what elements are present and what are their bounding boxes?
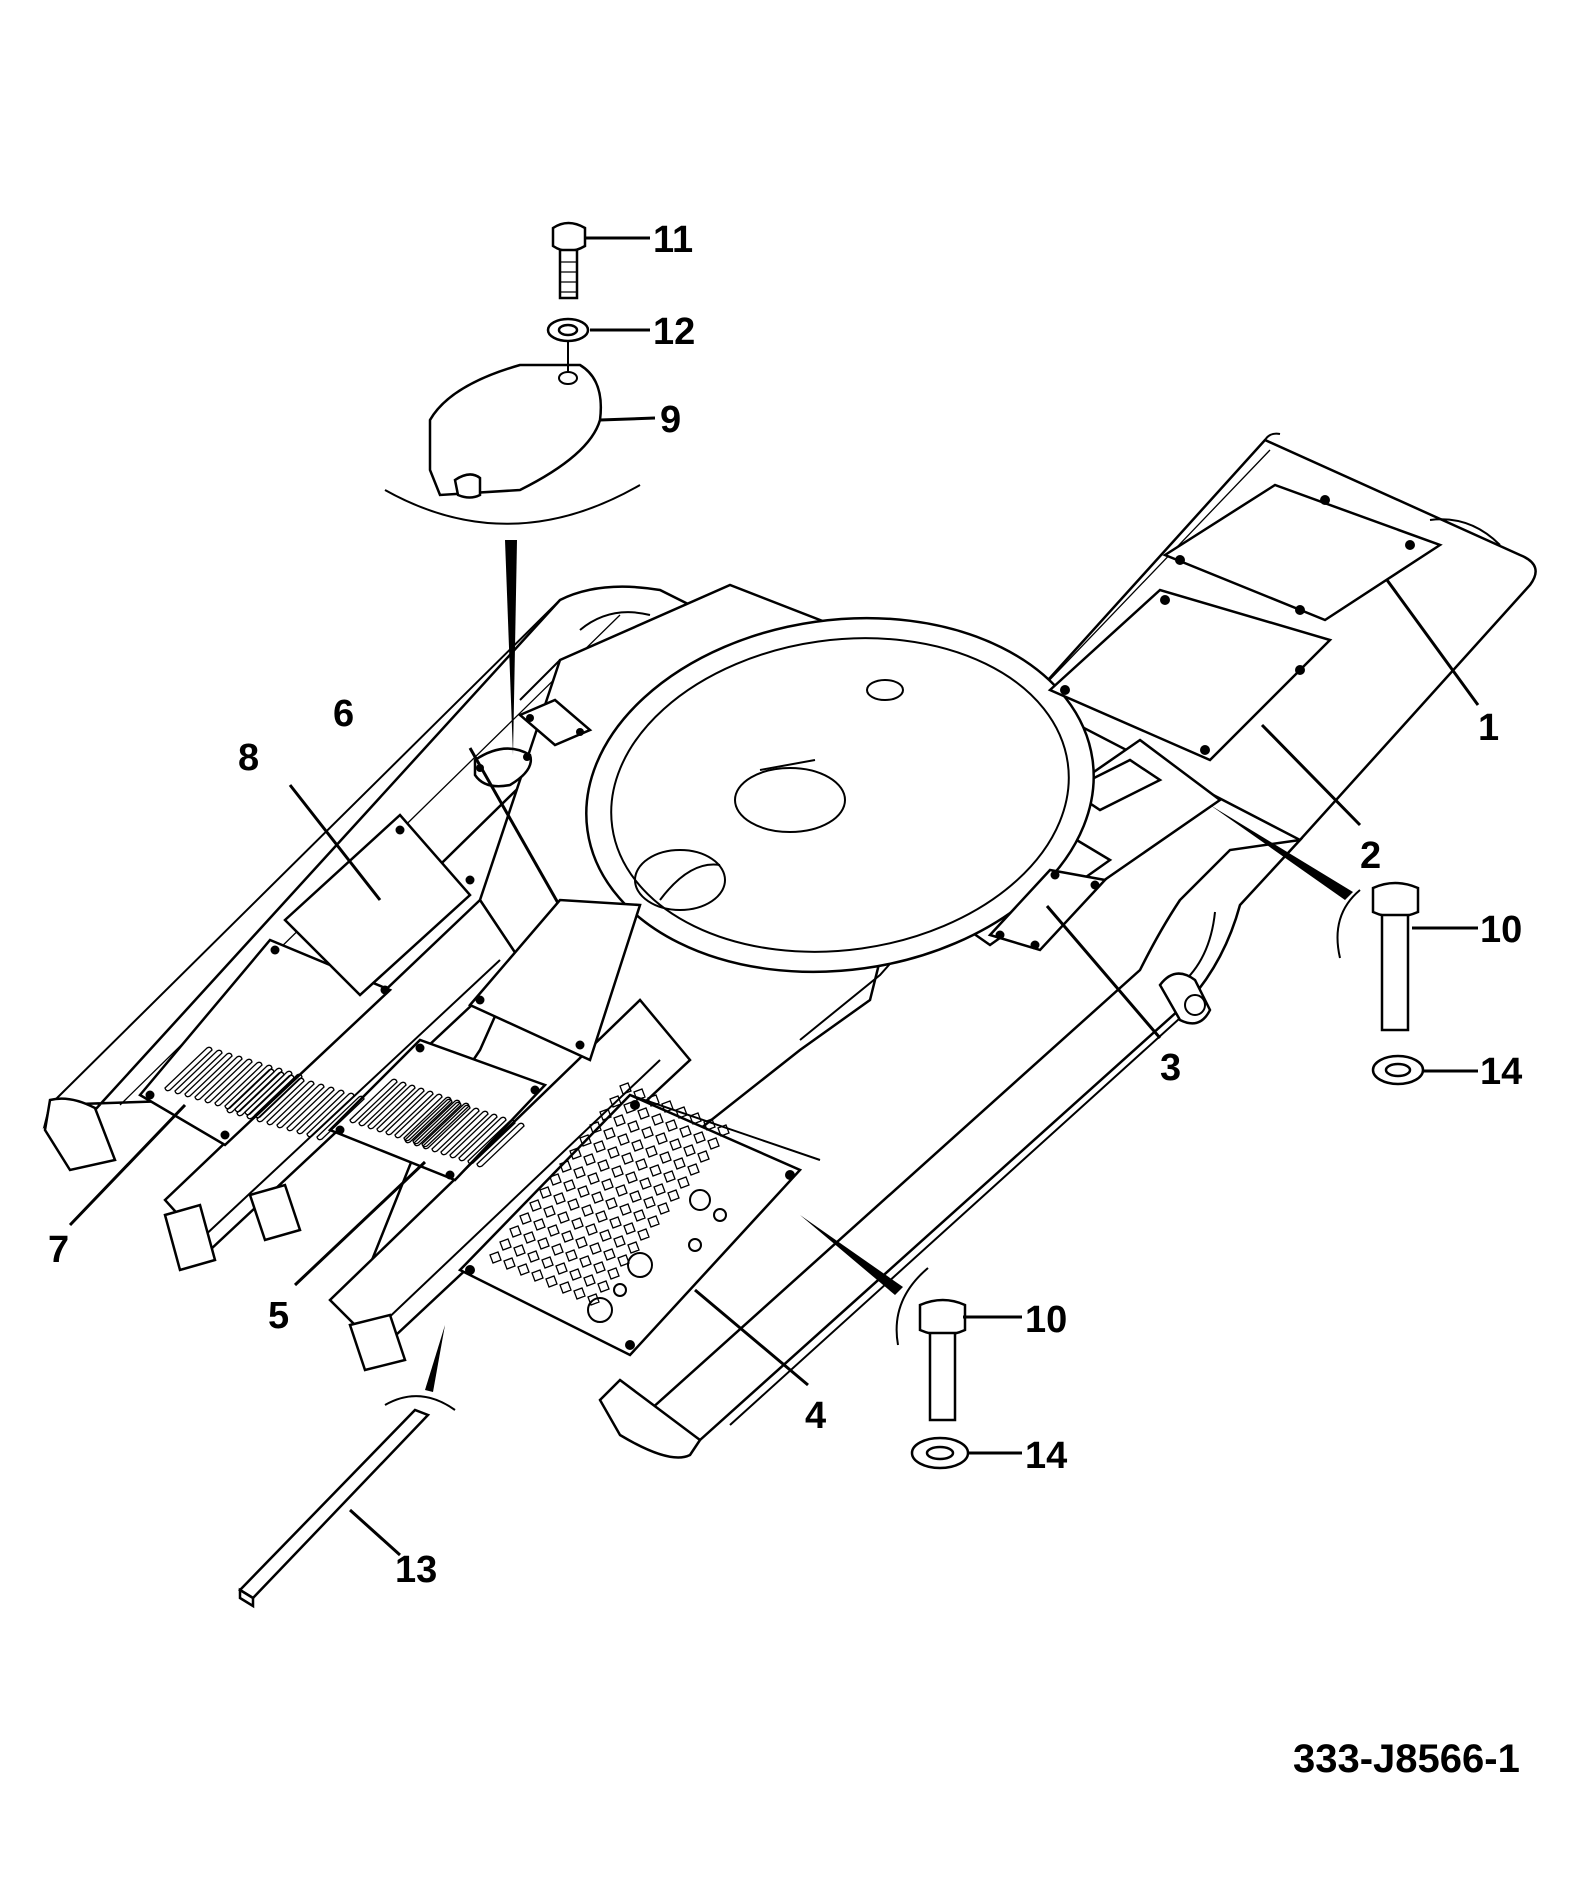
vent-slot bbox=[467, 1119, 516, 1165]
bolt-11 bbox=[551, 221, 587, 300]
callout-11: 11 bbox=[653, 219, 693, 261]
callout-13: 13 bbox=[395, 1549, 437, 1591]
callout-10-lower: 10 bbox=[1025, 1299, 1067, 1341]
vent-slot bbox=[246, 1074, 295, 1120]
vent-slot bbox=[226, 1068, 275, 1114]
washer-14-upper bbox=[1371, 1054, 1425, 1086]
callout-5: 5 bbox=[268, 1295, 289, 1337]
callout-8: 8 bbox=[238, 737, 259, 779]
vent-slot bbox=[256, 1077, 305, 1123]
vent-slot bbox=[316, 1095, 365, 1141]
slew-ring bbox=[585, 616, 1095, 974]
cover-plate-1 bbox=[1162, 483, 1443, 622]
vent-slot bbox=[349, 1078, 398, 1124]
leader-lines bbox=[68, 236, 1480, 1557]
cover-plate-8 bbox=[283, 813, 475, 997]
callout-6: 6 bbox=[333, 693, 354, 735]
vent-slot bbox=[174, 1049, 223, 1095]
vent-slot bbox=[194, 1055, 243, 1101]
access-cover-location bbox=[473, 698, 593, 788]
detail-view-bolt-10-upper bbox=[1210, 805, 1425, 1086]
cover-plate-2 bbox=[1047, 588, 1333, 762]
callout-14-upper: 14 bbox=[1480, 1051, 1522, 1093]
callout-7: 7 bbox=[48, 1229, 69, 1271]
vent-slot bbox=[286, 1086, 335, 1132]
vent-slot bbox=[184, 1052, 233, 1098]
vent-slot bbox=[449, 1113, 498, 1159]
vent-slot bbox=[276, 1083, 325, 1129]
vent-slot bbox=[394, 1093, 443, 1139]
vent-slot bbox=[266, 1080, 315, 1126]
callout-12: 12 bbox=[653, 311, 695, 353]
vent-slot bbox=[214, 1061, 263, 1107]
cover-plate-4-perforated bbox=[457, 1082, 821, 1357]
vent-slot bbox=[422, 1104, 471, 1150]
vent-slot bbox=[234, 1067, 283, 1113]
vent-slot bbox=[224, 1064, 273, 1110]
washer-14-lower bbox=[910, 1436, 970, 1470]
vent-slot bbox=[385, 1090, 434, 1136]
drawing-code: 333-J8566-1 bbox=[1293, 1737, 1520, 1781]
detail-view-cover-9 bbox=[384, 221, 641, 755]
cover-plate-3 bbox=[987, 868, 1108, 952]
vent-slot bbox=[440, 1110, 489, 1156]
washer-12 bbox=[546, 317, 590, 372]
vent-slot bbox=[296, 1089, 345, 1135]
vent-slot bbox=[358, 1081, 407, 1127]
vent-slot bbox=[458, 1116, 507, 1162]
cover-plate-7-slotted bbox=[138, 938, 393, 1147]
callout-1: 1 bbox=[1478, 707, 1499, 749]
detail-view-bar-13 bbox=[238, 1325, 456, 1609]
vent-slot bbox=[431, 1107, 480, 1153]
vent-slot bbox=[164, 1046, 213, 1092]
vent-slot bbox=[413, 1101, 462, 1147]
vent-slot bbox=[254, 1073, 303, 1119]
vent-slot bbox=[236, 1071, 285, 1117]
vent-slot bbox=[404, 1098, 453, 1144]
callout-10-upper: 10 bbox=[1480, 909, 1522, 951]
callout-9: 9 bbox=[660, 399, 681, 441]
vent-slot bbox=[476, 1122, 525, 1168]
callout-labels: 1 2 3 4 5 6 7 8 9 10 10 11 12 13 14 14 bbox=[48, 219, 1522, 1591]
cover-plate-6 bbox=[467, 898, 642, 1062]
cover-plate-5-slotted bbox=[327, 1038, 548, 1182]
vent-slot bbox=[204, 1058, 253, 1104]
vent-slot bbox=[306, 1092, 355, 1138]
callout-3: 3 bbox=[1160, 1047, 1181, 1089]
callout-14-lower: 14 bbox=[1025, 1435, 1067, 1477]
vent-slot bbox=[367, 1084, 416, 1130]
vent-slot bbox=[244, 1070, 293, 1116]
vent-slot bbox=[376, 1087, 425, 1133]
callout-2: 2 bbox=[1360, 835, 1381, 877]
callout-4: 4 bbox=[805, 1395, 826, 1437]
